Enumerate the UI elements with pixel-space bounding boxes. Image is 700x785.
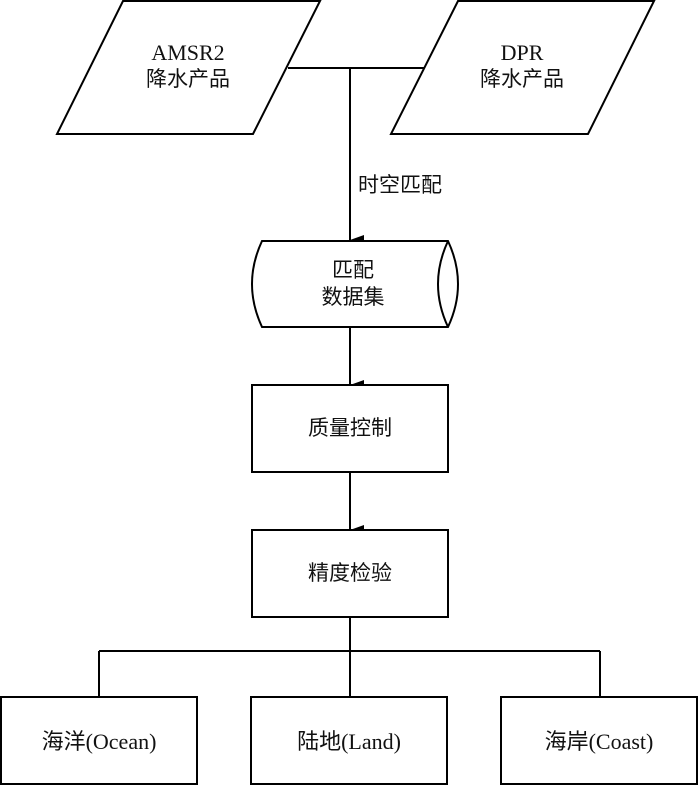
- amsr2-title: AMSR2: [151, 40, 225, 65]
- accuracy-validation-node: 精度检验: [308, 561, 392, 585]
- dpr-node: DPR 降水产品: [422, 39, 622, 93]
- coast-node: 海岸(Coast): [544, 729, 654, 754]
- matched-dataset-right-ellipse: [437, 240, 449, 328]
- dpr-title: DPR: [500, 40, 544, 65]
- dpr-node-shape: [389, 0, 656, 135]
- merge-edge-label: 时空匹配: [358, 173, 442, 197]
- coast-shape: [500, 696, 698, 785]
- matched-dataset-line1: 匹配: [332, 258, 374, 282]
- quality-control-shape: [251, 384, 449, 473]
- land-shape: [250, 696, 448, 785]
- quality-control-node: 质量控制: [308, 416, 392, 440]
- ocean-node: 海洋(Ocean): [41, 729, 157, 754]
- land-node: 陆地(Land): [297, 729, 401, 754]
- amsr2-node-shape: [55, 0, 322, 135]
- matched-dataset-line2: 数据集: [321, 285, 385, 309]
- amsr2-node: AMSR2 降水产品: [88, 39, 288, 93]
- ocean-shape: [0, 696, 198, 785]
- dpr-subtitle: 降水产品: [480, 67, 564, 91]
- matched-dataset-node: 匹配 数据集: [255, 257, 451, 311]
- amsr2-subtitle: 降水产品: [146, 67, 230, 91]
